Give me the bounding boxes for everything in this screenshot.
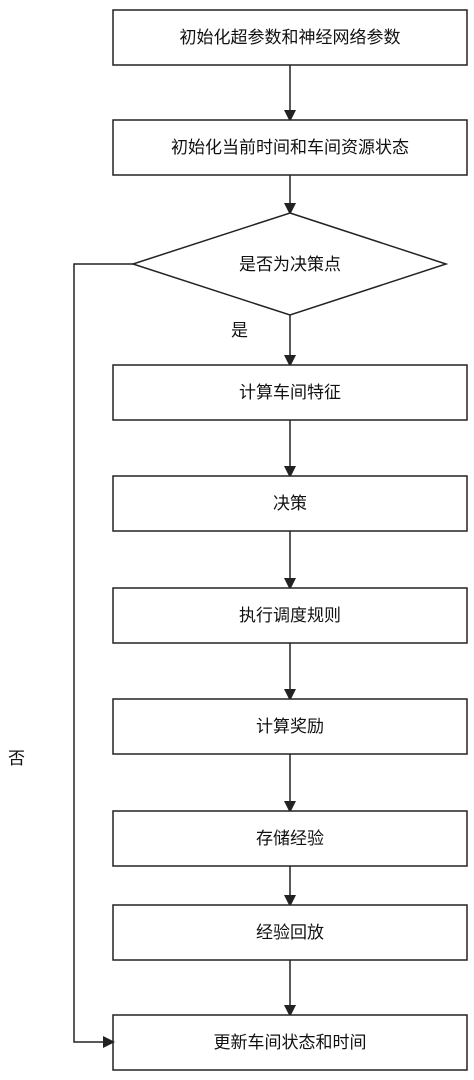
no-branch-connector [73,263,133,1048]
step-update-state-box [112,1014,468,1071]
step-store-experience-box [112,810,468,867]
step-init-hyperparams-box [112,9,468,66]
step-decision-box [112,475,468,532]
step-decision-label: 决策 [273,494,307,514]
step-init-time-state-box [112,119,468,176]
decision-label: 是否为决策点 [239,255,341,275]
yes-label: 是 [231,321,248,341]
step-store-experience-label: 存储经验 [256,829,324,849]
step-init-time-state-label: 初始化当前时间和车间资源状态 [171,138,409,158]
step-experience-replay-label: 经验回放 [256,923,324,943]
no-label: 否 [8,749,25,769]
step-init-hyperparams-label: 初始化超参数和神经网络参数 [180,28,401,48]
step-experience-replay-box [112,904,468,961]
step-dispatch-rule-box [112,587,468,644]
step-compute-features-box [112,364,468,421]
step-compute-features-label: 计算车间特征 [239,383,341,403]
step-compute-reward-label: 计算奖励 [256,717,324,737]
step-compute-reward-box [112,698,468,755]
step-update-state-label: 更新车间状态和时间 [214,1033,367,1053]
step-dispatch-rule-label: 执行调度规则 [239,606,341,626]
